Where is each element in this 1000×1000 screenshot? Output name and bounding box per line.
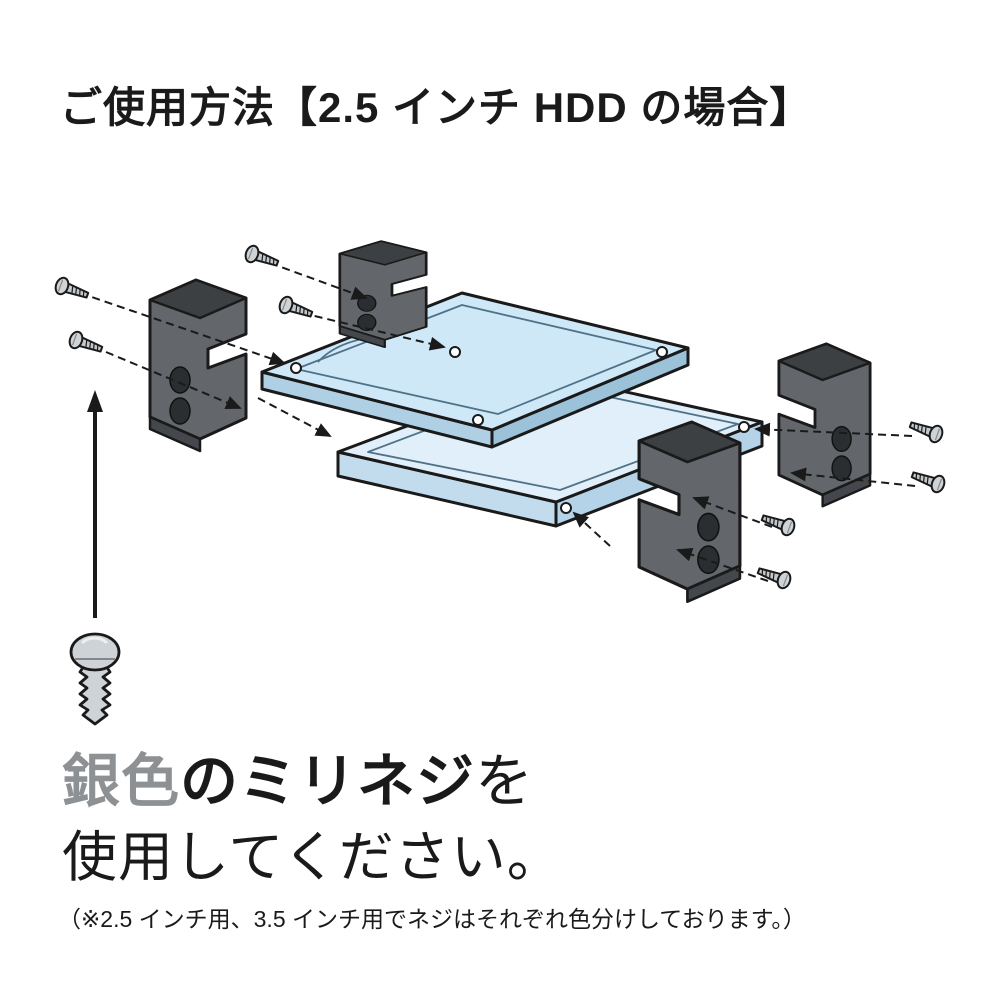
screw-icon-6 — [908, 465, 948, 496]
screw-icon-2 — [66, 328, 106, 359]
caption-line-1: 銀色のミリネジを — [62, 734, 534, 818]
mounting-bracket-top — [338, 239, 428, 349]
caption-line-2: 使用してください。 — [62, 826, 563, 888]
screw-icon-3 — [242, 242, 282, 273]
screw-icon-4 — [276, 293, 316, 324]
mounting-bracket-bottom — [637, 420, 742, 604]
silver-screw-icon — [69, 632, 121, 726]
caption-screw-text: のミリネジ — [180, 749, 476, 814]
caption-silver-text: 銀色 — [62, 749, 181, 814]
up-arrow — [87, 390, 103, 618]
hdd-top-drive — [260, 291, 690, 449]
screw-icon-7 — [758, 508, 798, 539]
drive-screw-holes — [290, 346, 750, 514]
caption-note: （※2.5 インチ用、3.5 インチ用でネジはそれぞれ色分けしております。） — [58, 906, 806, 932]
mounting-bracket-right — [777, 342, 872, 508]
page-title: ご使用方法【2.5 インチ HDD の場合】 — [60, 84, 813, 131]
screw-icon-1 — [52, 274, 92, 305]
screw-icon-8 — [754, 561, 794, 592]
caption-particle: を — [475, 749, 535, 814]
mounting-bracket-left — [148, 278, 248, 453]
screw-icon-5 — [906, 415, 946, 446]
dashed-guide-lines — [79, 262, 916, 582]
